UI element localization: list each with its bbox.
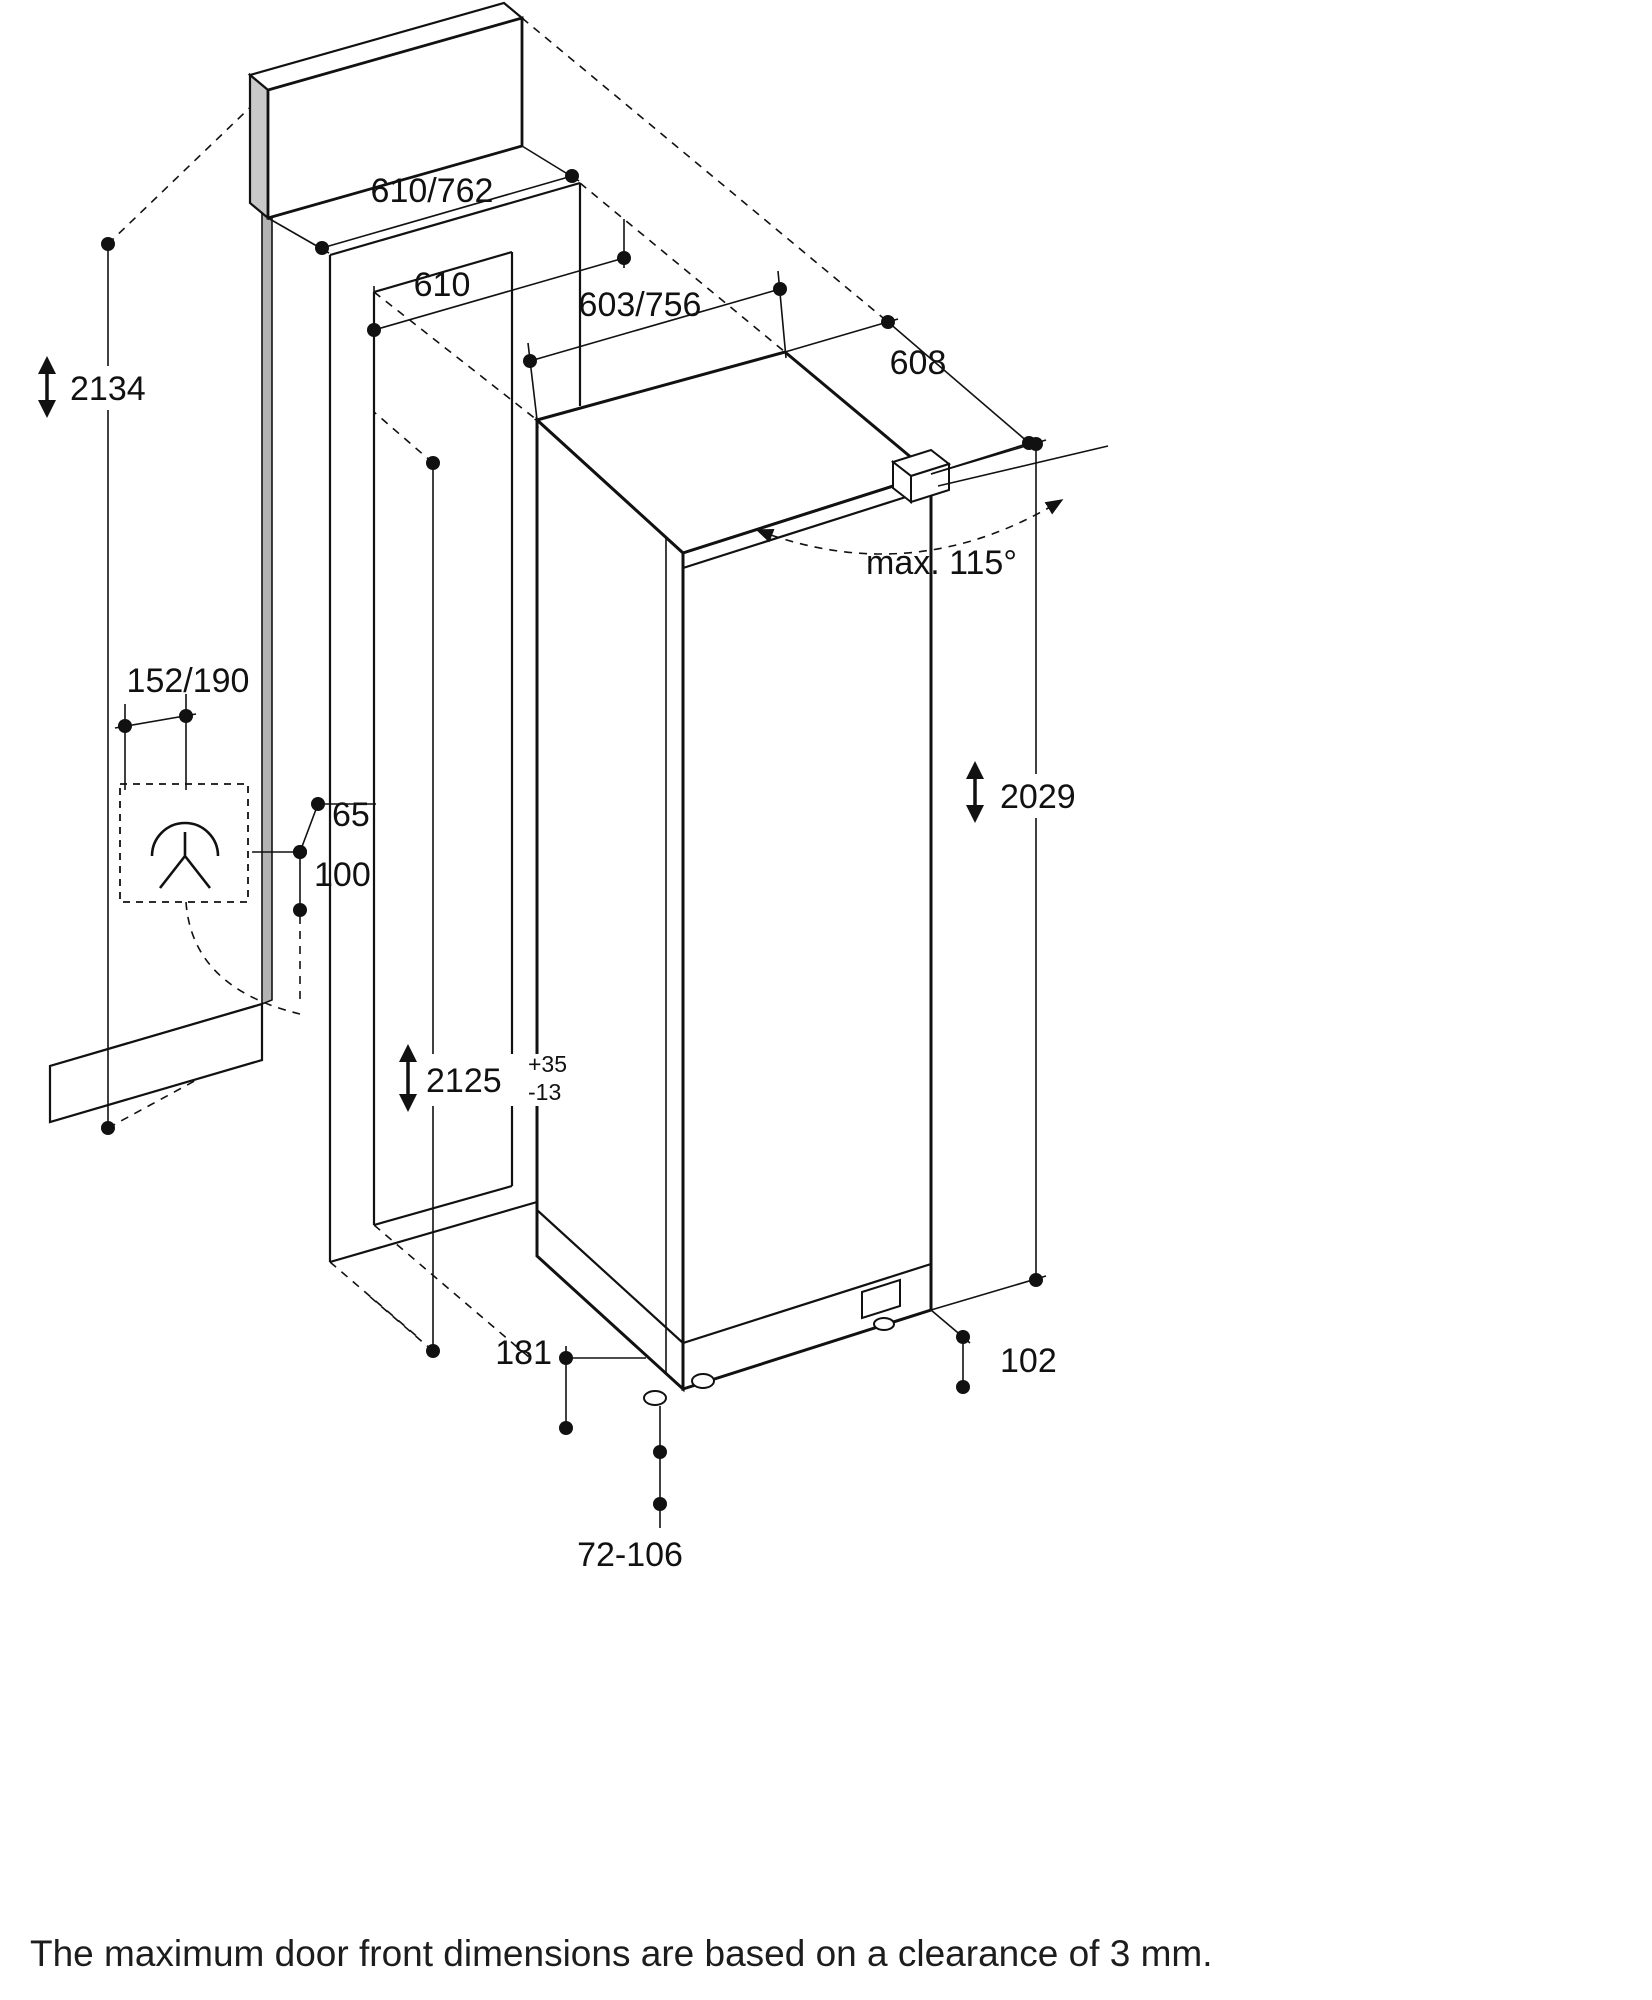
base-right-label: 102: [1000, 1342, 1057, 1380]
bottom-hinge-block: [861, 1278, 901, 1331]
niche-outline: [328, 181, 582, 1264]
dim-outlet-height: 100: [293, 845, 371, 917]
appliance-foot: [691, 1373, 715, 1389]
construction-lines: [107, 17, 889, 1359]
outlet-height-label: 100: [314, 856, 371, 894]
dim-total-height: 2134: [38, 237, 172, 1135]
appliance-side-face: [535, 416, 685, 1393]
dim-base-right: 102: [930, 1309, 1057, 1394]
door-swing-arc: [755, 499, 1064, 555]
caption: The maximum door front dimensions are ba…: [30, 1933, 1213, 1974]
appliance-depth-label: 608: [890, 344, 947, 382]
dim-niche-height: 2125 +35 -13: [399, 456, 580, 1358]
total-height-label: 2134: [70, 370, 146, 408]
dim-appliance-height: 2029: [930, 437, 1106, 1311]
appliance-height-label: 2029: [1000, 778, 1076, 816]
door-front-width-label: 603/756: [579, 286, 702, 324]
dim-base-left: 181: [495, 1334, 646, 1435]
door-angle-label: max. 115°: [866, 544, 1017, 582]
outlet-span-label: 152/190: [127, 662, 250, 700]
niche-height-label: 2125: [426, 1062, 502, 1100]
outlet-box: [119, 783, 249, 903]
wall-panel: [48, 82, 273, 1124]
appliance: [533, 350, 952, 1406]
door-swing: max. 115°: [755, 445, 1109, 582]
dim-niche-width: 610: [367, 219, 631, 338]
wall-edge: [261, 82, 273, 1006]
appliance-door-face: [681, 471, 933, 1392]
dim-door-front-width: 603/756: [523, 270, 787, 429]
wall-baseboard: [48, 1002, 264, 1124]
appliance-foot: [643, 1390, 667, 1406]
base-left-label: 181: [495, 1334, 552, 1372]
power-outlet-icon: [150, 821, 220, 889]
niche-width-label: 610: [414, 266, 471, 304]
ceiling-panel: [247, 1, 525, 221]
niche-height-tol-plus: +35: [528, 1051, 567, 1077]
dim-appliance-depth: 608: [784, 315, 1040, 475]
panel-width-label: 610/762: [371, 172, 494, 210]
dim-outlet-span: 152/190: [114, 662, 250, 790]
dim-feet-range: 72-106: [577, 1406, 683, 1574]
dimensions: 610/762 610 603/756 608: [38, 145, 1106, 1574]
dim-panel-width: 610/762: [267, 145, 580, 255]
outlet-offset-label: 65: [332, 796, 370, 834]
niche-height-tol-minus: -13: [528, 1079, 561, 1105]
door-handle-block: [890, 448, 952, 505]
feet-range-label: 72-106: [577, 1536, 683, 1574]
appliance-foot: [873, 1317, 895, 1331]
